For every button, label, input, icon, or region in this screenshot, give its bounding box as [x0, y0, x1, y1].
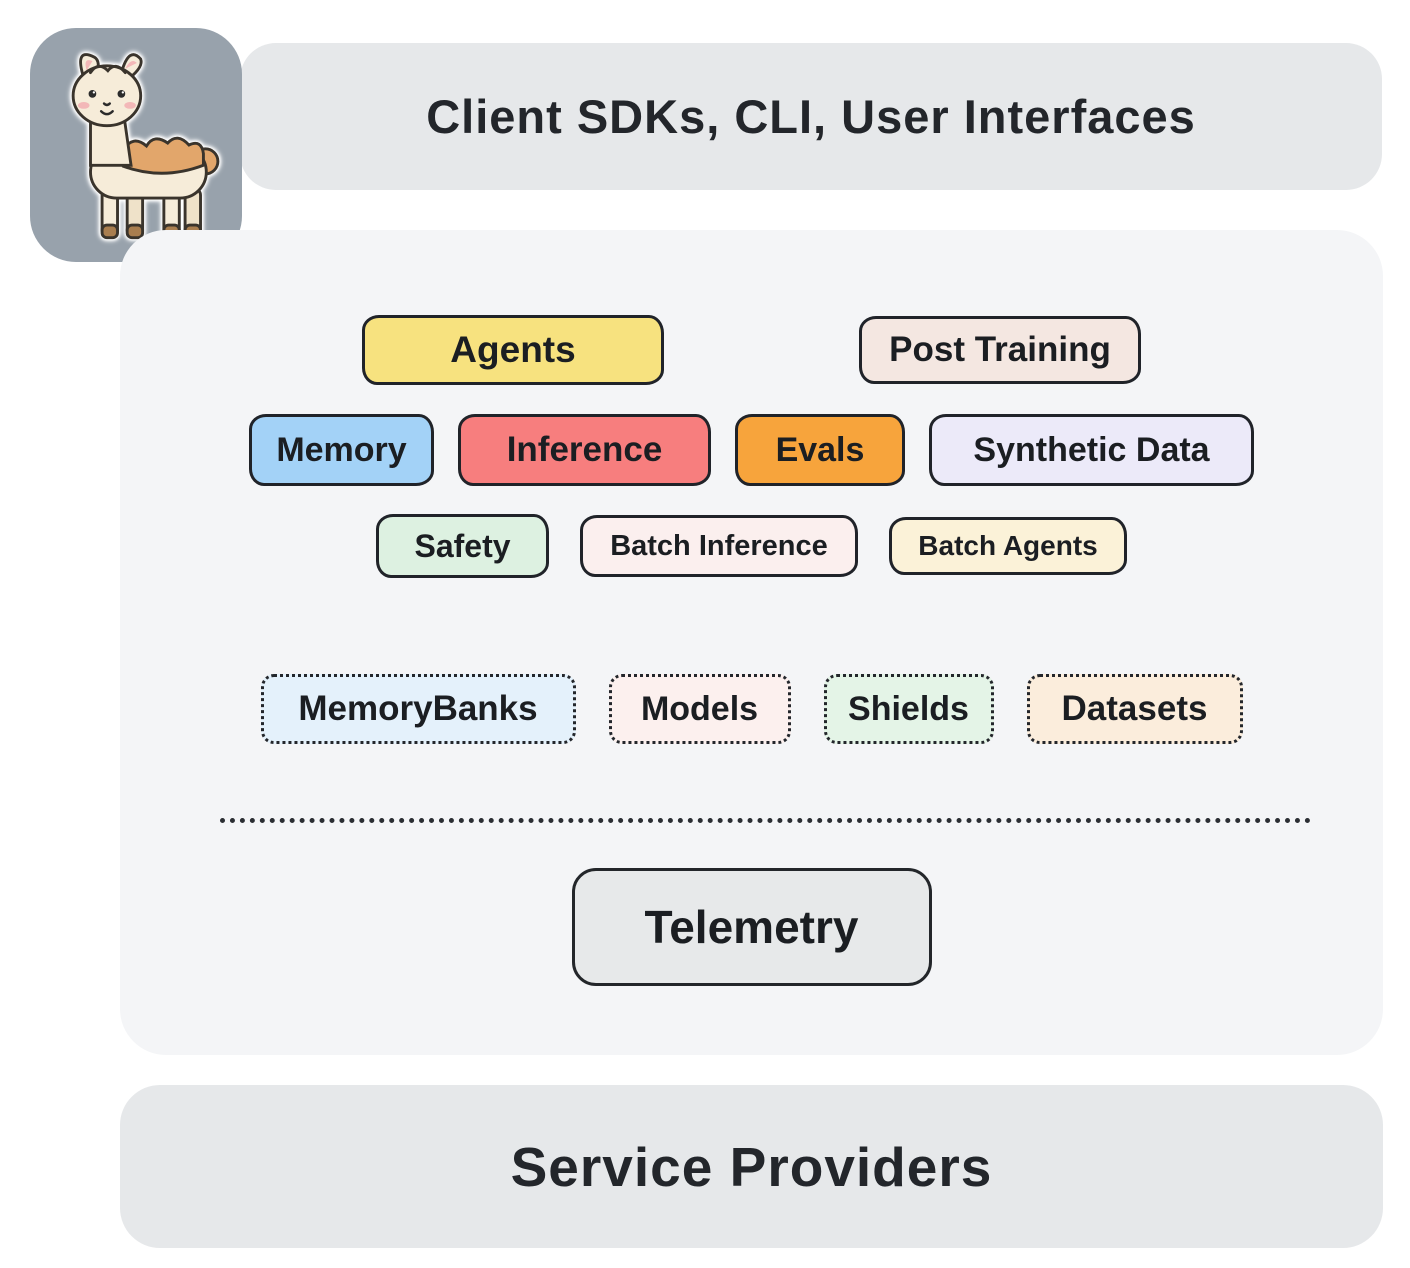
resource-box-datasets: Datasets — [1026, 674, 1243, 744]
api-row-2: Memory Inference Evals Synthetic Data — [120, 414, 1383, 486]
api-box-evals: Evals — [735, 414, 905, 486]
resource-label-shields: Shields — [848, 689, 969, 728]
api-label-inference: Inference — [506, 430, 663, 469]
resource-row: MemoryBanks Models Shields Datasets — [120, 674, 1383, 744]
api-label-evals: Evals — [775, 430, 865, 469]
separator-dotted-line — [220, 818, 1311, 823]
resource-box-models: Models — [608, 674, 791, 744]
telemetry-box: Telemetry — [571, 868, 932, 986]
api-label-post-training: Post Training — [889, 330, 1111, 369]
service-providers-title: Service Providers — [510, 1135, 993, 1198]
api-row-3: Safety Batch Inference Batch Agents — [120, 514, 1383, 578]
api-label-agents: Agents — [450, 329, 576, 370]
api-label-memory: Memory — [276, 430, 407, 469]
resource-box-memorybanks: MemoryBanks — [260, 674, 576, 744]
api-label-batch-inference: Batch Inference — [610, 529, 828, 562]
api-row-1: Agents Post Training — [120, 315, 1383, 385]
api-box-inference: Inference — [458, 414, 711, 486]
api-box-memory: Memory — [249, 414, 434, 486]
llama-stack-panel: Agents Post Training Memory Inference Ev… — [120, 230, 1383, 1055]
api-box-post-training: Post Training — [859, 316, 1141, 384]
llama-logo-tile — [30, 28, 242, 262]
resource-label-models: Models — [640, 689, 759, 728]
api-box-synthetic-data: Synthetic Data — [929, 414, 1254, 486]
service-providers-bar: Service Providers — [120, 1085, 1383, 1248]
api-label-batch-agents: Batch Agents — [918, 530, 1098, 561]
resource-box-shields: Shields — [823, 674, 994, 744]
api-box-safety: Safety — [376, 514, 549, 578]
api-box-batch-agents: Batch Agents — [889, 517, 1127, 575]
resource-label-memorybanks: MemoryBanks — [298, 689, 538, 728]
api-box-batch-inference: Batch Inference — [580, 515, 858, 577]
llama-mascot-icon — [71, 53, 220, 240]
resource-label-datasets: Datasets — [1061, 689, 1208, 728]
api-label-synthetic-data: Synthetic Data — [973, 430, 1210, 469]
api-label-safety: Safety — [414, 527, 511, 564]
api-box-agents: Agents — [362, 315, 664, 385]
client-layer-title: Client SDKs, CLI, User Interfaces — [426, 90, 1196, 143]
telemetry-label: Telemetry — [644, 901, 859, 953]
client-layer-bar: Client SDKs, CLI, User Interfaces — [240, 43, 1382, 190]
